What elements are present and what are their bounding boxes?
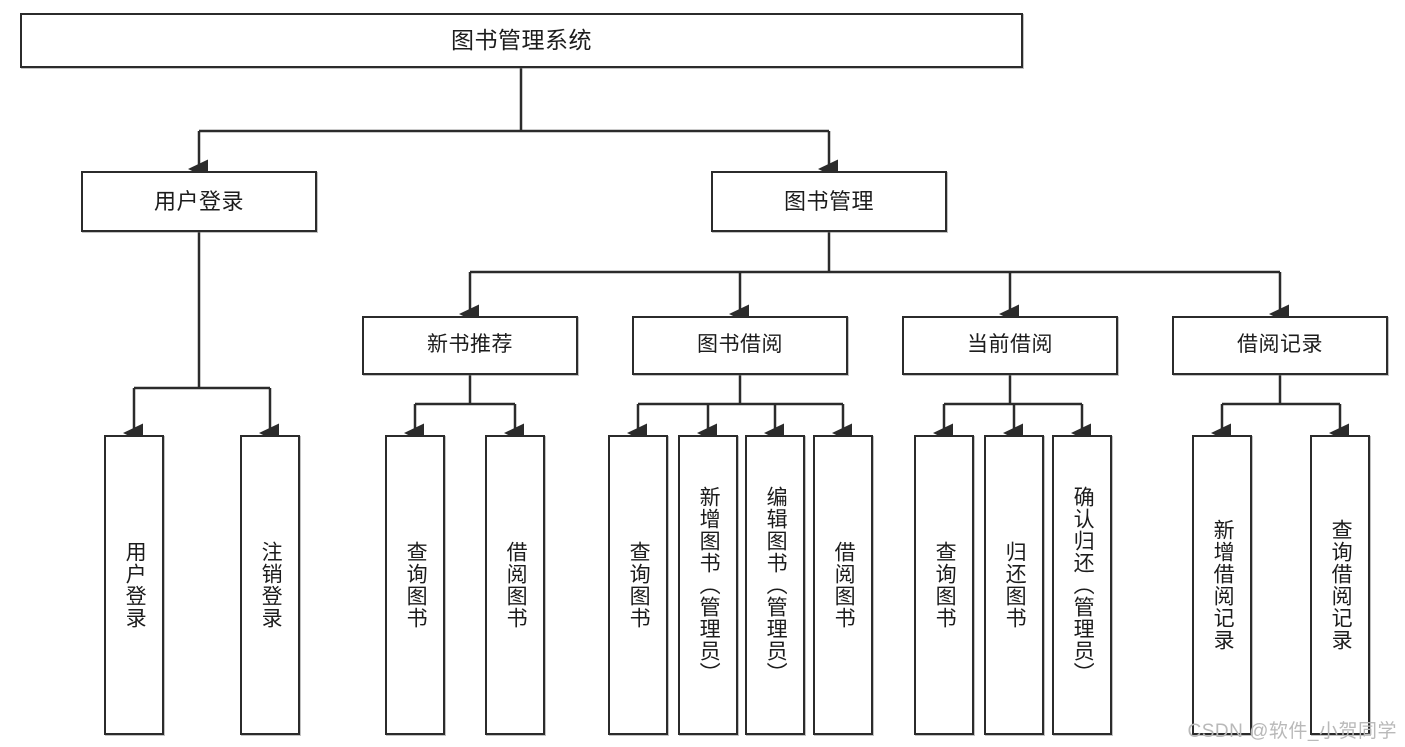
node-leaf-query-book-rec-label: 查询图书 xyxy=(404,541,428,629)
node-book-borrow-label: 图书借阅 xyxy=(697,333,783,357)
node-leaf-query-record[interactable]: 查询借阅记录 xyxy=(1310,435,1370,735)
node-leaf-return-book-label: 归还图书 xyxy=(1003,541,1027,629)
node-borrow-record[interactable]: 借阅记录 xyxy=(1172,316,1388,375)
node-current-borrow[interactable]: 当前借阅 xyxy=(902,316,1118,375)
watermark: CSDN @软件_小贺同学 xyxy=(1187,721,1397,742)
node-leaf-logout-label: 注销登录 xyxy=(259,541,283,629)
node-book-manage[interactable]: 图书管理 xyxy=(711,171,947,232)
node-leaf-logout[interactable]: 注销登录 xyxy=(240,435,300,735)
node-leaf-borrow-book[interactable]: 借阅图书 xyxy=(813,435,873,735)
node-leaf-add-book[interactable]: 新增图书（管理员） xyxy=(678,435,738,735)
node-book-borrow[interactable]: 图书借阅 xyxy=(632,316,848,375)
node-leaf-add-book-label: 新增图书（管理员） xyxy=(697,486,721,684)
node-root[interactable]: 图书管理系统 xyxy=(20,13,1023,68)
node-leaf-query-book-current-label: 查询图书 xyxy=(933,541,957,629)
node-leaf-edit-book-label: 编辑图书（管理员） xyxy=(764,486,788,684)
node-leaf-return-book[interactable]: 归还图书 xyxy=(984,435,1044,735)
node-leaf-user-login-label: 用户登录 xyxy=(123,541,147,629)
node-current-borrow-label: 当前借阅 xyxy=(967,333,1053,357)
node-leaf-confirm-return[interactable]: 确认归还（管理员） xyxy=(1052,435,1112,735)
node-leaf-borrow-book-rec[interactable]: 借阅图书 xyxy=(485,435,545,735)
node-leaf-query-book-borrow-label: 查询图书 xyxy=(627,541,651,629)
node-leaf-user-login[interactable]: 用户登录 xyxy=(104,435,164,735)
node-new-book-recommend[interactable]: 新书推荐 xyxy=(362,316,578,375)
node-leaf-add-record-label: 新增借阅记录 xyxy=(1211,519,1235,651)
node-new-book-recommend-label: 新书推荐 xyxy=(427,333,513,357)
node-leaf-confirm-return-label: 确认归还（管理员） xyxy=(1071,486,1095,684)
node-leaf-query-book-rec[interactable]: 查询图书 xyxy=(385,435,445,735)
node-leaf-borrow-book-rec-label: 借阅图书 xyxy=(504,541,528,629)
node-borrow-record-label: 借阅记录 xyxy=(1237,333,1323,357)
node-user-login[interactable]: 用户登录 xyxy=(81,171,317,232)
node-root-label: 图书管理系统 xyxy=(451,26,592,53)
node-leaf-query-record-label: 查询借阅记录 xyxy=(1329,519,1353,651)
node-leaf-borrow-book-label: 借阅图书 xyxy=(832,541,856,629)
node-leaf-query-book-current[interactable]: 查询图书 xyxy=(914,435,974,735)
node-user-login-label: 用户登录 xyxy=(153,188,244,214)
node-leaf-query-book-borrow[interactable]: 查询图书 xyxy=(608,435,668,735)
node-leaf-add-record[interactable]: 新增借阅记录 xyxy=(1192,435,1252,735)
node-book-manage-label: 图书管理 xyxy=(783,188,874,214)
node-leaf-edit-book[interactable]: 编辑图书（管理员） xyxy=(745,435,805,735)
